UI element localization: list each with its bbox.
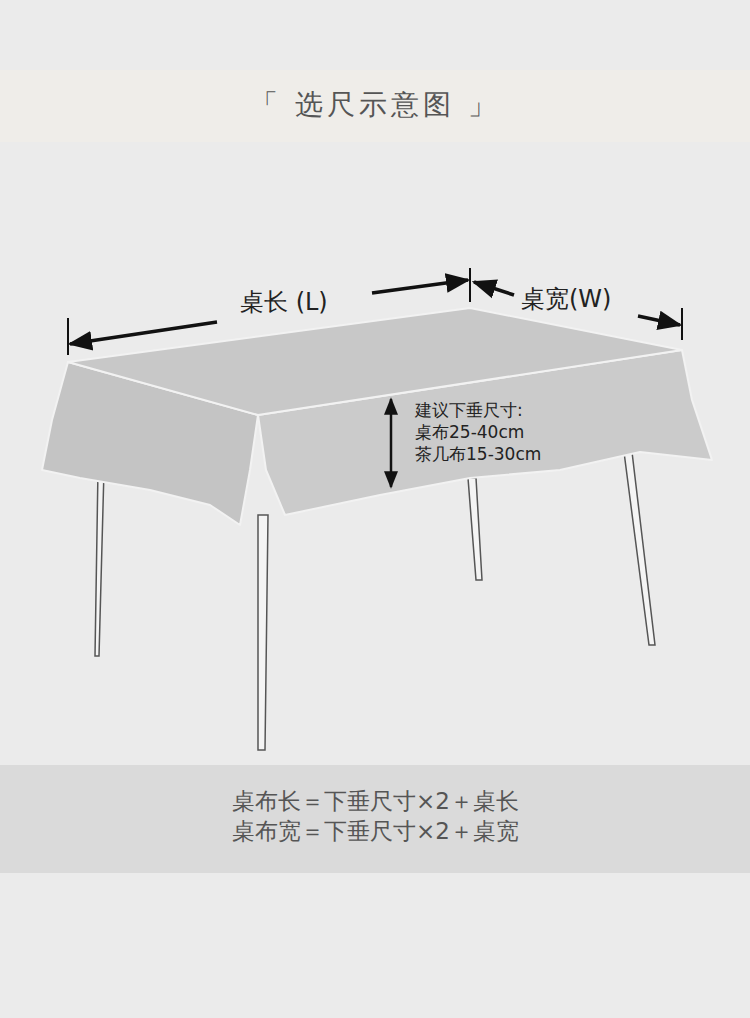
drop-note: 建议下垂尺寸: bbox=[415, 400, 523, 420]
diagram-title: 「 选尺示意图 」 bbox=[250, 86, 500, 124]
drop-note: 桌布25-40cm bbox=[415, 422, 524, 442]
formula-text: 桌布宽＝下垂尺寸×2＋桌宽 bbox=[232, 818, 519, 846]
drop-note: 茶几布15-30cm bbox=[415, 444, 541, 464]
dimension-label: 桌长 (L) bbox=[240, 288, 328, 317]
dimension-label: 桌宽(W) bbox=[521, 285, 611, 314]
formula-text: 桌布长＝下垂尺寸×2＋桌长 bbox=[232, 788, 519, 816]
